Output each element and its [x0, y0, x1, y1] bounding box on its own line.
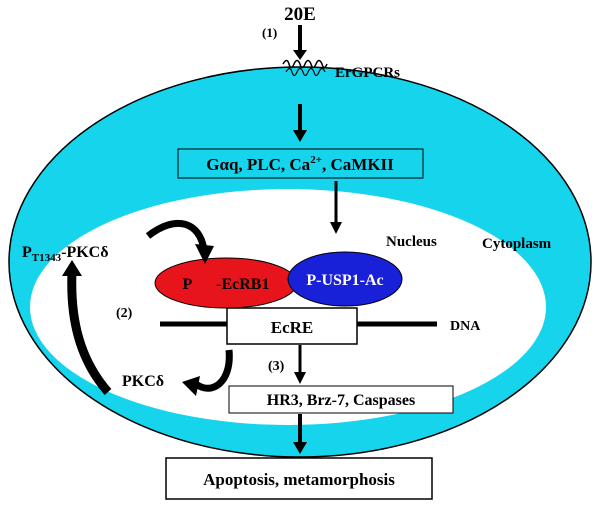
step-3-label: (3) [268, 359, 285, 374]
arrow-ptpkc-to-ecrb1 [145, 219, 208, 251]
pathway-suffix: , CaMKII [322, 155, 394, 174]
ecrb1-label: PT468-EcRB1 [183, 276, 270, 296]
arrow-genes-head [293, 442, 307, 454]
ptpkc-rest: -PKCδ [61, 244, 108, 261]
nucleus-ellipse [30, 189, 546, 425]
arrow-ecre-to-pkc [193, 349, 233, 392]
pathway-box [177, 148, 424, 179]
ecrb1-subscript: T468 [192, 284, 216, 296]
pathway-prefix: Gαq, PLC, Ca [206, 155, 310, 174]
usp1-ellipse [287, 251, 403, 307]
ptpkc-subscript: T1343 [32, 252, 62, 264]
ecrb1-p: P [183, 276, 193, 293]
nucleus-label: Nucleus [386, 234, 437, 250]
ecre-label: EcRE [271, 318, 314, 337]
pathway-superscript: 2+ [310, 154, 322, 166]
signal-label: 20E [284, 4, 316, 25]
arrow-signal-head [293, 50, 307, 60]
ecrb1-rest: -EcRB1 [216, 276, 269, 293]
ptpkc-label: PT1343-PKCδ [22, 244, 109, 264]
arrow-receptor-head [293, 130, 307, 142]
arrow-pathway-head [330, 222, 342, 234]
outcome-label: Apoptosis, metamorphosis [203, 470, 395, 489]
pathway-text: Gαq, PLC, Ca2+, CaMKII [206, 154, 394, 174]
ptpkc-p: P [22, 244, 32, 261]
usp1-label: P-USP1-Ac [306, 272, 383, 289]
arrow-ecre-head [294, 372, 306, 384]
step-2-label: (2) [116, 306, 133, 321]
cytoplasm-label: Cytoplasm [482, 236, 552, 252]
outcome-box [165, 457, 433, 500]
step-1-label: (1) [262, 25, 277, 40]
pkc-label: PKCδ [122, 373, 164, 390]
dna-label: DNA [450, 319, 481, 334]
arrow-pkc-to-ptpkc [67, 271, 112, 395]
genes-label: HR3, Brz-7, Caspases [267, 392, 415, 409]
ecre-box [226, 307, 358, 345]
genes-box [228, 385, 454, 414]
receptor-label: ErGPCRs [335, 65, 400, 81]
receptor-icon [282, 59, 328, 69]
